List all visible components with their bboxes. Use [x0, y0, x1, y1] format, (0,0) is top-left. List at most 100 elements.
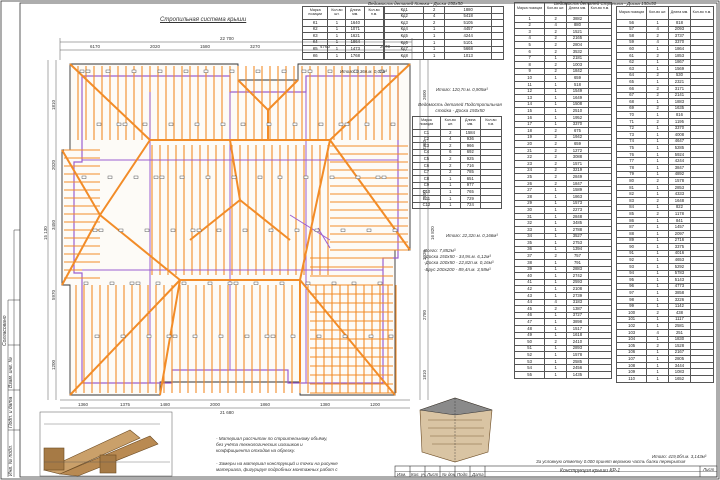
note-line: -Брус 200х200 - 89,4п.м. 3,58м³ — [424, 266, 491, 272]
table-cell — [689, 98, 715, 106]
table-cell — [364, 25, 384, 34]
table-cell: 1083 — [668, 368, 691, 377]
table-cell: 2893 — [566, 344, 589, 353]
table-cell: 6 — [513, 47, 546, 56]
table-cell: 4333 — [668, 190, 691, 199]
table-cell — [479, 175, 503, 183]
position-mark — [301, 69, 307, 73]
table-cell: 41 — [513, 278, 546, 287]
rafter-position-labels — [79, 69, 398, 338]
roof-section-detail — [419, 397, 493, 463]
position-mark — [240, 122, 246, 126]
table-cell — [689, 177, 715, 185]
tb-col-count: Кол. уч. — [411, 472, 427, 477]
table-cell — [587, 272, 613, 280]
table-cell: 1 — [423, 45, 445, 54]
position-mark — [133, 175, 139, 179]
table-cell: 2 — [646, 342, 669, 350]
table-cell: 1 — [646, 111, 669, 119]
dimension-top: 2020 — [150, 44, 161, 49]
table-cell: 925 — [459, 155, 481, 163]
table-cell: 1178 — [668, 210, 691, 218]
table-cell: 16 — [513, 113, 546, 122]
table-cell: 1880 — [443, 6, 493, 14]
table-cell: 1863 — [566, 193, 589, 201]
table-cell — [587, 153, 613, 162]
table-cell — [587, 331, 613, 340]
table-cell: 1 — [423, 52, 445, 60]
position-mark — [109, 281, 115, 285]
table-cell: 2 — [544, 252, 567, 260]
table-cell: 2883 — [566, 265, 589, 274]
table-cell: 1473 — [345, 45, 366, 53]
table-cell: 1942 — [566, 133, 589, 142]
table-cell: 1 — [327, 19, 347, 27]
table-cell: 1394 — [566, 245, 589, 254]
note-line: - Замеры на материал конструкций и точки… — [216, 460, 338, 466]
table-cell: 1864 — [668, 45, 691, 53]
table-cell: 2 — [544, 153, 567, 162]
table-cell: 80 — [615, 177, 648, 185]
table-cell: 56 — [615, 19, 648, 27]
table-cell: 3219 — [566, 166, 589, 175]
table-cell: 1 — [646, 335, 669, 344]
table-cell: 17 — [513, 120, 546, 129]
position-mark — [355, 175, 361, 179]
table-cell — [689, 276, 715, 284]
tb-col-sign: Подп. — [457, 472, 469, 477]
material-summary: Всего: 7,852м³-Доска 150х50 - 34,9п.м. 6… — [424, 248, 493, 273]
table-cell: 30 — [513, 206, 546, 214]
table-cell: 90 — [615, 243, 648, 251]
table-cell — [689, 210, 715, 218]
table-cell: 26 — [513, 179, 546, 188]
table-cell: 1 — [646, 361, 669, 370]
table-cell: 1 — [544, 80, 567, 89]
table-cell — [587, 338, 613, 346]
dimension-bottom: 2000 — [210, 402, 221, 407]
table-cell: 1 — [544, 120, 567, 129]
position-mark — [388, 334, 394, 338]
table-cell — [689, 170, 715, 179]
position-mark — [364, 122, 370, 126]
table-cell: 1 — [439, 201, 461, 210]
table-cell: 1387 — [566, 305, 589, 313]
table-cell: 530 — [668, 71, 691, 80]
table-cell: 40 — [513, 272, 546, 280]
table-cell: 1 — [544, 219, 567, 227]
table-cell: 22 — [513, 153, 546, 162]
dimension-left: 1810 — [51, 99, 56, 110]
table-cell — [491, 38, 504, 47]
position-mark — [264, 334, 270, 338]
table-cell: 2 — [544, 41, 567, 49]
table-cell: 2 — [544, 34, 567, 43]
table-cell: 1528 — [668, 342, 691, 350]
table-cell: 1640 — [345, 19, 366, 27]
table-cell: С8 — [412, 175, 441, 183]
table-cell — [689, 104, 715, 113]
table-cell: 692 — [459, 148, 481, 157]
table-cell — [491, 19, 504, 27]
table-cell: 21 — [513, 146, 546, 155]
table-cell: 1517 — [566, 324, 589, 333]
